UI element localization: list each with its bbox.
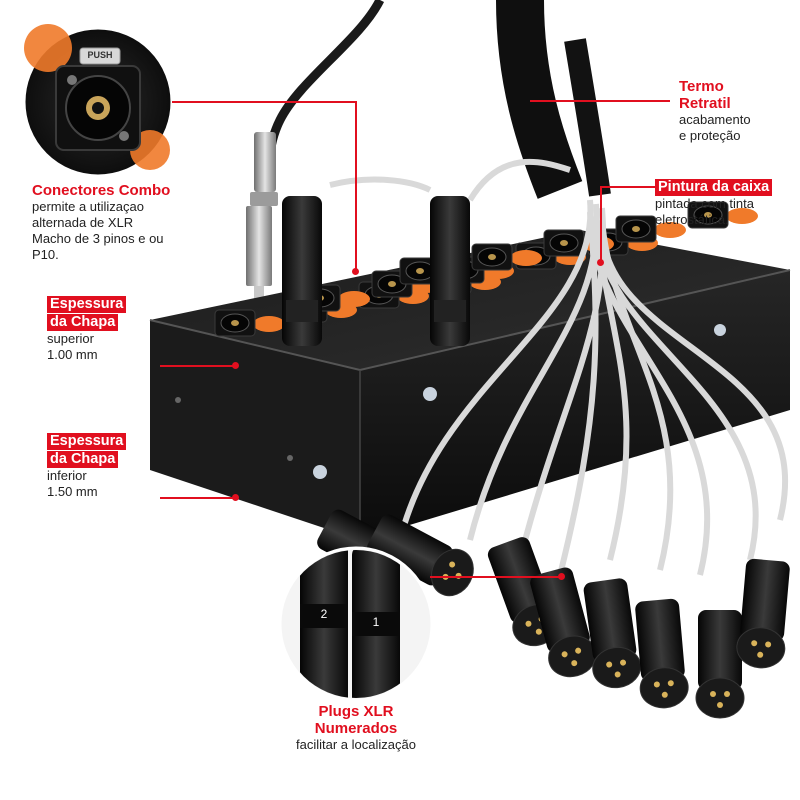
- male-xlr-plug: [635, 598, 689, 709]
- callout-termo-desc-2: e proteção: [679, 128, 741, 143]
- callout-sup-title-2: da Chapa: [47, 314, 119, 331]
- callout-line-plugs: [430, 576, 560, 578]
- callout-plugs-desc: facilitar a localização: [296, 737, 416, 752]
- callout-pintura: Pintura da caixa pintada com tinta eletr…: [655, 178, 798, 228]
- callout-plugs-title-2: Numerados: [314, 720, 398, 737]
- combo-jack: [214, 309, 256, 337]
- callout-dot-inf: [232, 494, 239, 501]
- male-xlr-plug: [530, 567, 597, 678]
- callout-termo-title-2: Retratil: [679, 95, 731, 112]
- fan-out-cables: [397, 199, 789, 576]
- callout-pintura-title: Pintura da caixa: [655, 179, 773, 196]
- callout-line-inf: [160, 497, 235, 499]
- callout-line-combo-v: [355, 101, 357, 271]
- box-side: [150, 320, 360, 540]
- callout-combo: Conectores Combo permite a utilizaçao al…: [32, 182, 252, 263]
- male-xlr-plug: [583, 578, 642, 689]
- plug-number-1: 1: [372, 615, 380, 629]
- zoom-numbered-plugs: [278, 546, 434, 702]
- callout-line-pintura-h: [600, 186, 655, 188]
- callout-inf-title-1: Espessura: [47, 433, 127, 450]
- callout-combo-desc-4: P10.: [32, 247, 59, 262]
- push-badge-label: PUSH: [87, 50, 113, 60]
- callout-termo-title-1: Termo: [679, 78, 724, 95]
- combo-jack: [615, 215, 657, 243]
- callout-pintura-desc-1: pintada com tinta: [655, 196, 755, 211]
- male-xlr-plugs: [317, 509, 790, 719]
- callout-espessura-superior: Espessura da Chapa superior 1.00 mm: [47, 295, 167, 363]
- combo-jack: [471, 243, 513, 271]
- combo-jack: [687, 201, 729, 229]
- callout-sup-title-1: Espessura: [47, 296, 127, 313]
- screws: [175, 324, 726, 479]
- male-xlr-plug: [736, 558, 790, 669]
- callout-combo-desc-2: alternada de XLR: [32, 215, 134, 230]
- callout-combo-desc-1: permite a utilizaçao: [32, 199, 144, 214]
- callout-dot-combo: [352, 268, 359, 275]
- callout-dot-pintura: [597, 259, 604, 266]
- callout-line-sup: [160, 365, 235, 367]
- callout-combo-desc-3: Macho de 3 pinos e ou: [32, 231, 164, 246]
- callout-sup-desc-2: 1.00 mm: [47, 347, 98, 362]
- callout-combo-title: Conectores Combo: [32, 182, 171, 199]
- callout-line-pintura-v: [600, 186, 602, 262]
- male-xlr-plug: [695, 610, 745, 719]
- p10-plug: [246, 132, 278, 316]
- channel-label-tag: [510, 250, 542, 266]
- callout-espessura-inferior: Espessura da Chapa inferior 1.50 mm: [47, 432, 167, 500]
- callout-dot-plugs: [558, 573, 565, 580]
- zoom-combo-connector: [22, 24, 174, 178]
- channel-label-tag: [654, 222, 686, 238]
- callout-line-termo: [530, 100, 670, 102]
- callout-dot-sup: [232, 362, 239, 369]
- plug-number-2: 2: [320, 607, 328, 621]
- channel-label-tag: [726, 208, 758, 224]
- callout-termo: Termo Retratil acabamento e proteção: [679, 78, 797, 144]
- channel-label-tag: [338, 291, 370, 307]
- callout-inf-title-2: da Chapa: [47, 451, 119, 468]
- callout-pintura-desc-2: eletrostática.: [655, 212, 729, 227]
- callout-line-combo-h: [172, 101, 356, 103]
- channel-label-tag: [253, 316, 285, 332]
- callout-termo-desc-1: acabamento: [679, 112, 751, 127]
- combo-jack: [543, 229, 585, 257]
- callout-plugs: Plugs XLR Numerados facilitar a localiza…: [266, 703, 446, 753]
- male-xlr-plug: [367, 514, 474, 597]
- inserted-xlr-plugs: [282, 158, 571, 346]
- callout-inf-desc-1: inferior: [47, 468, 87, 483]
- callout-inf-desc-2: 1.50 mm: [47, 484, 98, 499]
- callout-plugs-title-1: Plugs XLR: [318, 703, 394, 720]
- callout-sup-desc-1: superior: [47, 331, 94, 346]
- push-badge: PUSH: [80, 50, 120, 60]
